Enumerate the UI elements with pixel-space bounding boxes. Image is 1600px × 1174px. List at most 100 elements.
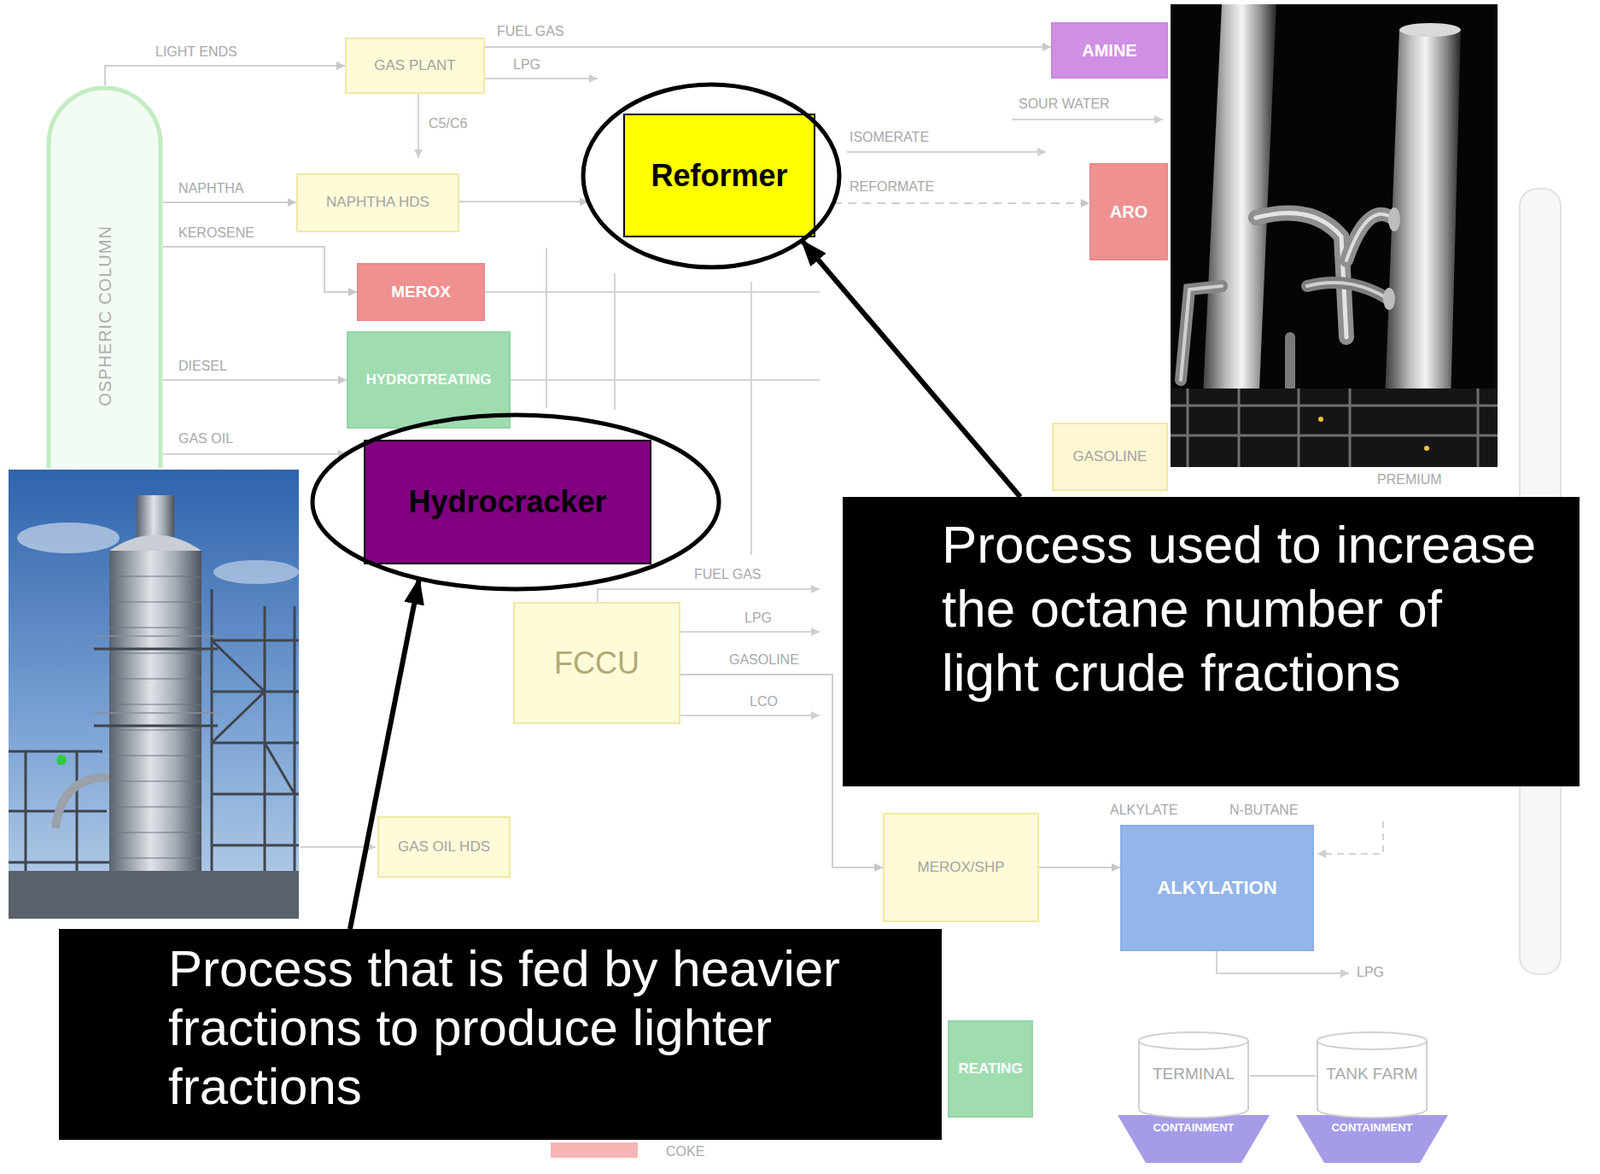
stream-line [163, 246, 357, 292]
figure-part [1383, 287, 1396, 310]
figure-part [17, 522, 120, 554]
process-box: ALKYLATION [1120, 824, 1314, 952]
unit-label: GAS OIL HDS [397, 838, 491, 856]
column-outline [48, 87, 161, 468]
figure-part [93, 648, 218, 726]
process-box: GASOLINE [1051, 422, 1168, 491]
stream-label: PREMIUM [1377, 472, 1443, 488]
figure-part [56, 754, 67, 765]
process-box [364, 440, 651, 564]
unit-label: FCCU [554, 644, 640, 682]
stream-line [750, 281, 753, 555]
stream-line [163, 201, 297, 204]
storage-tank: TANK FARMCONTAINMENT [1315, 1030, 1429, 1163]
figure-part [93, 636, 218, 713]
stream-line [1317, 821, 1384, 854]
callout-text: Process that is fed by heavier fractions… [168, 928, 894, 1116]
stream-label: C5/C6 [428, 116, 468, 132]
stream-line [484, 77, 598, 80]
figure-part [1399, 23, 1461, 37]
tank-label: TERMINAL [1137, 1064, 1250, 1084]
stream-label: NAPHTHA [178, 181, 244, 197]
stream-label: KEROSENE [178, 225, 255, 241]
stream-label: FUEL GAS [496, 23, 565, 40]
stream-label: GAS OIL [178, 431, 234, 447]
process-box: MEROX [356, 262, 485, 322]
figure-part [8, 589, 299, 919]
stream-line [833, 202, 1090, 205]
callout-arrow [801, 240, 1021, 497]
unit-label: GAS PLANT [373, 57, 456, 75]
stream-line [417, 93, 420, 158]
unit-label: MEROX/SHP [916, 858, 1005, 876]
process-box: ARO [1089, 163, 1168, 261]
figure-part [211, 589, 299, 919]
stream-label: LPG [513, 57, 541, 73]
stream-label: REFORMATE [849, 179, 935, 195]
figure-part [55, 776, 110, 829]
figure-part [1170, 388, 1498, 468]
figure-part [213, 560, 299, 584]
highlight-ellipse [312, 414, 719, 590]
process-box [624, 114, 815, 237]
containment-basin [1296, 1115, 1449, 1163]
stream-label: ALKYLATE [1109, 802, 1179, 818]
stream-line [680, 630, 820, 633]
figure-part [1424, 445, 1430, 451]
stream-line [459, 200, 589, 203]
process-box: GAS PLANT [344, 37, 485, 94]
figure-part [1170, 388, 1498, 468]
figure-part [1180, 286, 1222, 380]
figure-part [1255, 213, 1347, 338]
column-label: OSPHERIC COLUMN [94, 225, 115, 407]
stream-line [484, 291, 820, 293]
figure-part [1170, 4, 1498, 468]
figure-part [1170, 388, 1498, 468]
stream-line [1249, 1074, 1316, 1077]
tank-top [1317, 1032, 1427, 1050]
stream-line [163, 453, 347, 456]
figure-part [1307, 282, 1389, 299]
figure-part [1255, 213, 1347, 338]
stream-label: SOUR WATER [1018, 96, 1110, 112]
figure-part [8, 469, 299, 919]
callout-box: Process used to increase the octane numb… [842, 496, 1580, 787]
stream-label: COKE [665, 1144, 705, 1160]
stream-label: FUEL GAS [694, 566, 762, 583]
distillation-column: OSPHERIC COLUMN [46, 85, 164, 468]
process-box: NAPHTHA HDS [296, 173, 460, 233]
figure-part [1318, 416, 1324, 422]
figure-part [8, 870, 299, 919]
stream-line [613, 273, 616, 410]
callout-text: Process used to increase the octane numb… [941, 496, 1545, 705]
coker-box [550, 1142, 638, 1158]
highlight-ellipse [583, 84, 840, 268]
stream-line [484, 46, 1052, 48]
process-box: REATING [947, 1020, 1034, 1118]
figure-part [1346, 214, 1395, 261]
unit-label: Hydrocracker [408, 484, 607, 520]
unit-label: ARO [1109, 201, 1148, 222]
stream-line [680, 714, 820, 717]
highlighted-process: Reformer [580, 81, 842, 270]
tank-outline [1137, 1030, 1250, 1163]
tank-outline [1315, 1030, 1429, 1163]
stream-label: LPG [1356, 964, 1384, 981]
figure-part [1180, 213, 1395, 406]
stream-line [105, 65, 345, 86]
stream-label: LPG [744, 610, 772, 626]
stream-line [545, 247, 548, 409]
storage-tank: TERMINAL CONTAINMENT [1137, 1030, 1250, 1163]
unit-label: MEROX [391, 282, 451, 303]
containment-label: CONTAINMENT [1137, 1121, 1250, 1134]
stream-line [1216, 951, 1349, 974]
stream-label: LCO [749, 694, 778, 710]
stream-label: GASOLINE [729, 652, 800, 668]
label-holder: Reformer [624, 114, 815, 237]
containment-basin [1117, 1115, 1270, 1163]
tank-top [1138, 1032, 1249, 1050]
unit-label: Reformer [650, 157, 788, 194]
figure-part [1307, 282, 1389, 299]
stream-label: DIESEL [178, 358, 228, 374]
